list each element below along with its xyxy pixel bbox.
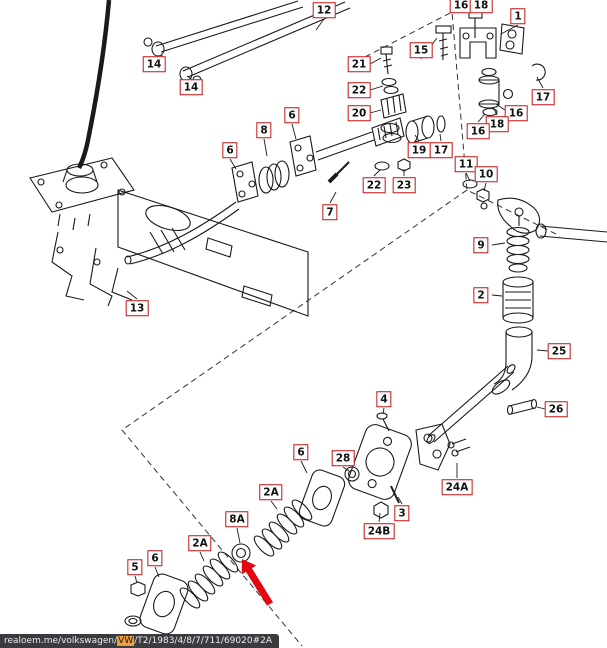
callout-8[interactable]: 8 (256, 122, 272, 138)
callout-7[interactable]: 7 (322, 204, 338, 220)
callout-24B[interactable]: 24B (363, 523, 395, 539)
status-url-suffix: /T2/1983/4/8/7/711/69020#2A (134, 636, 272, 646)
callout-6[interactable]: 6 (222, 142, 238, 158)
leader-lines (126, 18, 549, 584)
spring-boot-column (491, 226, 538, 416)
callout-15[interactable]: 15 (409, 42, 433, 58)
callout-9[interactable]: 9 (473, 237, 489, 253)
callout-5[interactable]: 5 (127, 559, 143, 575)
callout-6[interactable]: 6 (284, 107, 300, 123)
callout-19[interactable]: 19 (407, 142, 431, 158)
red-arrow-annotation (241, 559, 273, 606)
callout-16[interactable]: 16 (504, 105, 528, 121)
callout-18[interactable]: 18 (469, 0, 493, 13)
lower-shift-assembly (124, 423, 471, 635)
callout-20[interactable]: 20 (347, 105, 371, 121)
callout-17[interactable]: 17 (531, 89, 555, 105)
callout-2A[interactable]: 2A (259, 484, 283, 500)
callout-14[interactable]: 14 (142, 56, 166, 72)
callout-10[interactable]: 10 (474, 166, 498, 182)
callout-23[interactable]: 23 (392, 177, 416, 193)
callout-11[interactable]: 11 (454, 156, 478, 172)
callout-6[interactable]: 6 (147, 550, 163, 566)
callout-22[interactable]: 22 (362, 177, 386, 193)
status-url-prefix: realoem.me/volkswagen/ (4, 636, 118, 646)
callout-2[interactable]: 2 (473, 287, 489, 303)
callout-1[interactable]: 1 (510, 8, 526, 24)
callout-24A[interactable]: 24A (441, 479, 473, 495)
callout-28[interactable]: 28 (331, 450, 355, 466)
chassis-member (117, 189, 309, 317)
callout-12[interactable]: 12 (312, 2, 336, 18)
callout-26[interactable]: 26 (544, 401, 568, 417)
callout-21[interactable]: 21 (347, 56, 371, 72)
callout-16[interactable]: 16 (466, 123, 490, 139)
relay-lever-tie-rod (497, 197, 607, 243)
callout-13[interactable]: 13 (125, 300, 149, 316)
fastener-column (374, 46, 411, 172)
callout-2A[interactable]: 2A (188, 535, 212, 551)
callout-6[interactable]: 6 (293, 444, 309, 460)
callout-8A[interactable]: 8A (225, 511, 249, 527)
boundary-dashed-lines (121, 11, 561, 647)
mount-brackets (51, 231, 133, 307)
callout-25[interactable]: 25 (547, 343, 571, 359)
callout-4[interactable]: 4 (376, 391, 392, 407)
callout-3[interactable]: 3 (394, 505, 410, 521)
status-bar: realoem.me/volkswagen/VW/T2/1983/4/8/7/7… (0, 634, 279, 648)
shift-rod-coupling (231, 115, 446, 203)
selector-rod (376, 364, 516, 444)
status-url-highlight: VW (117, 636, 135, 646)
callout-22[interactable]: 22 (347, 82, 371, 98)
upper-right-joint (435, 11, 546, 210)
callout-17[interactable]: 17 (429, 142, 453, 158)
callout-14[interactable]: 14 (179, 79, 203, 95)
